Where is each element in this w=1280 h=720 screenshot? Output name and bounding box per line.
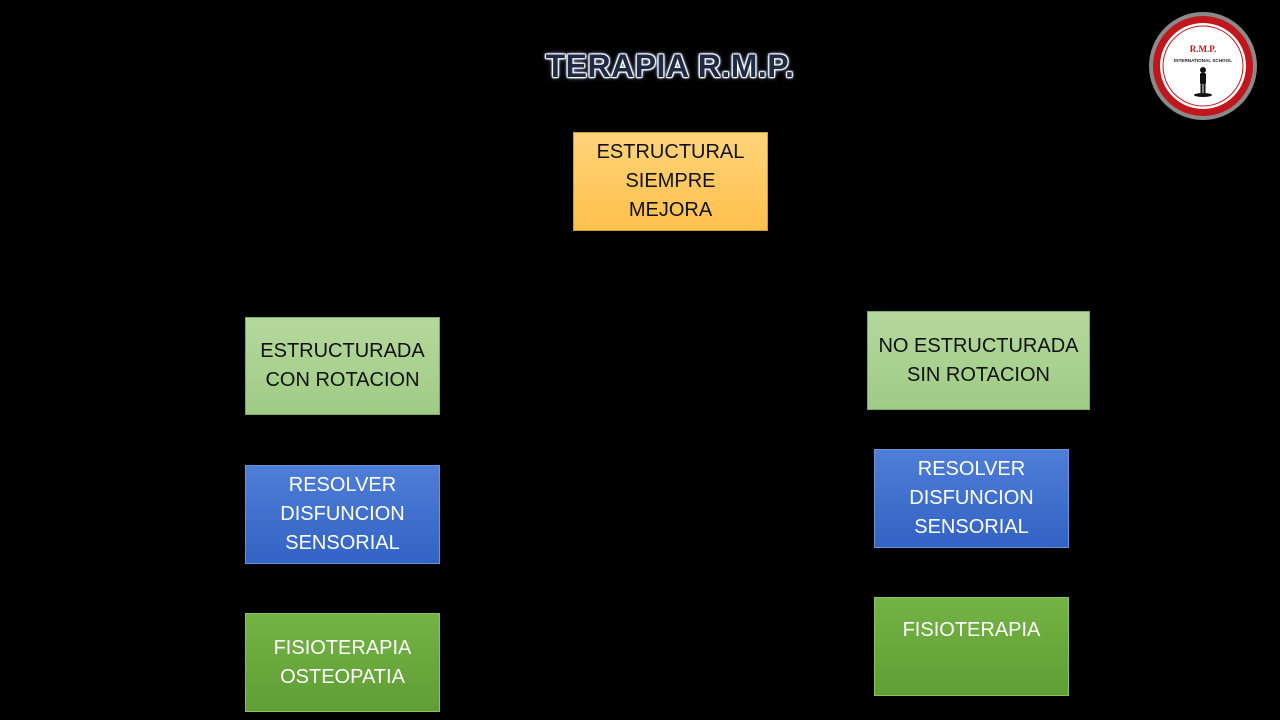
box-right-resolve-sensory-dysfunction: RESOLVER DISFUNCION SENSORIAL [874,449,1069,548]
box-left-physiotherapy-osteopathy: FISIOTERAPIA OSTEOPATIA [245,613,440,712]
box-left-resolve-sensory-dysfunction: RESOLVER DISFUNCION SENSORIAL [245,465,440,564]
rmp-school-logo: R.M.P. INTERNATIONAL SCHOOL [1149,12,1257,120]
box-structured-with-rotation: ESTRUCTURADA CON ROTACION [245,317,440,415]
logo-white-disc [1160,23,1246,109]
box-structural-always-improves: ESTRUCTURAL SIEMPRE MEJORA [573,132,768,231]
logo-inner-ring [1162,25,1244,107]
box-unstructured-without-rotation: NO ESTRUCTURADA SIN ROTACION [867,311,1090,410]
logo-figure-icon [1194,67,1212,97]
diagram-title: TERAPIA R.M.P. [545,48,795,84]
box-right-physiotherapy: FISIOTERAPIA [874,597,1069,696]
logo-text-school: INTERNATIONAL SCHOOL [1174,58,1232,63]
logo-text-rmp: R.M.P. [1190,44,1216,54]
